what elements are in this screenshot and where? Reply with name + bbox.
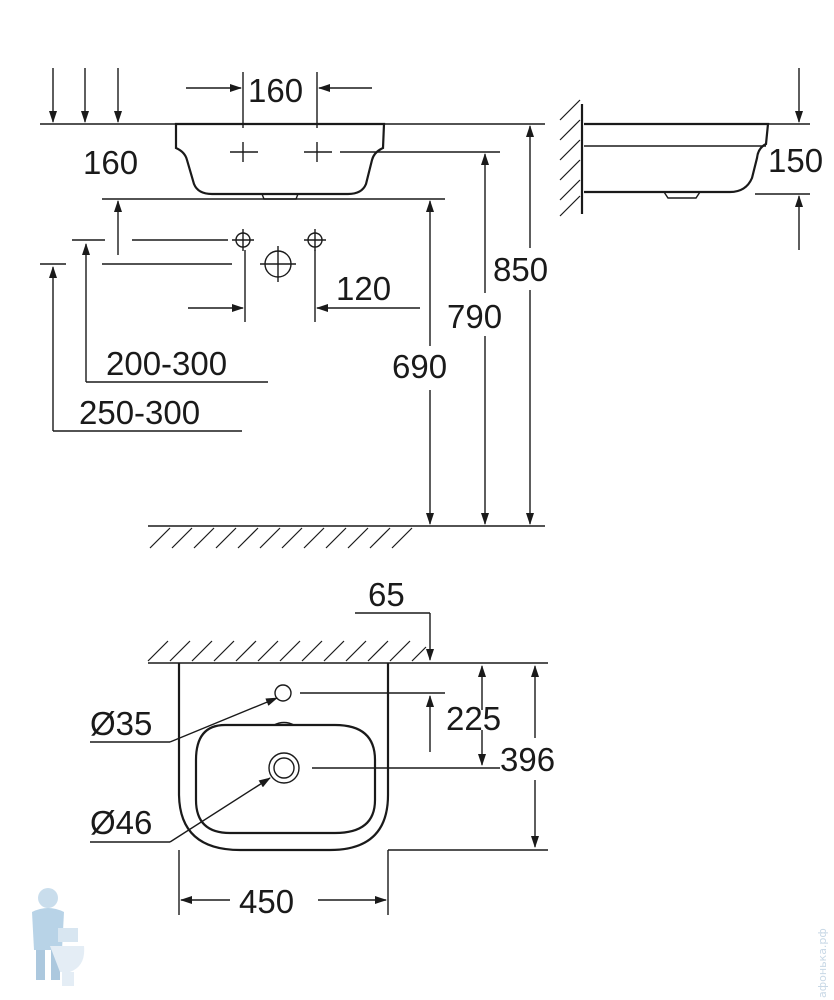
side-wall-hatching <box>559 99 581 217</box>
depth-label: 150 <box>768 142 823 179</box>
range-b-label: 250-300 <box>79 394 200 431</box>
floor-hatching <box>149 527 413 549</box>
site-watermark: афонька.рф <box>816 928 829 998</box>
waste-inner <box>273 757 295 779</box>
plumber-mascot-logo <box>32 888 85 986</box>
side-view: 150 <box>559 68 823 250</box>
tap-hole <box>274 684 292 702</box>
bowl-inner-outline <box>194 723 377 835</box>
height-790-label: 790 <box>447 298 502 335</box>
waste-dia-label: Ø46 <box>90 804 152 841</box>
basin-front-outline <box>174 122 386 196</box>
front-view: 160 160 200-300 250-300 <box>40 68 548 549</box>
side-outlet <box>663 191 701 199</box>
mount-arrows <box>49 68 122 123</box>
top-view: 65 Ø35 Ø46 225 396 <box>90 576 555 920</box>
tap-to-waste-label: 225 <box>446 700 501 737</box>
height-dimensions <box>426 125 534 525</box>
tap-dia-leader <box>169 697 278 743</box>
waste-outer <box>268 752 300 784</box>
valve-spacing-label: 120 <box>336 270 391 307</box>
rim-to-tap-label: 160 <box>83 144 138 181</box>
basin-plan-outline <box>177 663 390 852</box>
watermark-text: афонька.рф <box>816 928 829 998</box>
tap-dia-label: Ø35 <box>90 705 152 742</box>
height-690-label: 690 <box>392 348 447 385</box>
valve-symbols <box>132 229 326 251</box>
range-a-label: 200-300 <box>106 345 227 382</box>
width-label: 450 <box>239 883 294 920</box>
plan-wall-hatching <box>147 640 427 662</box>
valve-spacing-dimension <box>188 250 420 322</box>
waste-outlet-symbol <box>102 246 296 282</box>
tap-spacing-dimension <box>186 72 372 128</box>
tap-hole-marks <box>230 142 500 162</box>
overflow-notch <box>273 721 295 726</box>
projection-label: 396 <box>500 741 555 778</box>
wall-offset-label: 65 <box>368 576 405 613</box>
tap-spacing-label: 160 <box>248 72 303 109</box>
waste-dia-leader <box>169 777 271 843</box>
height-850-label: 850 <box>493 251 548 288</box>
basin-side-outline <box>584 122 770 194</box>
